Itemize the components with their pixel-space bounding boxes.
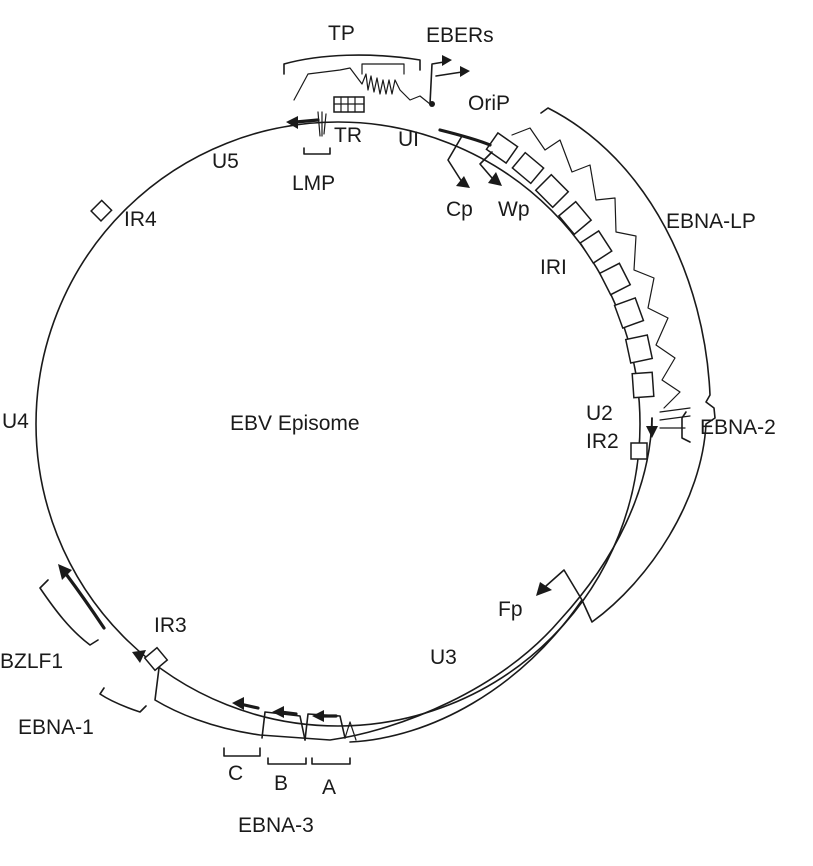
label-ebna-3: EBNA-3 [238, 814, 314, 837]
lmp-splice-marks [317, 111, 327, 137]
ebers-arrowhead-1 [442, 55, 452, 66]
label-ebna-1: EBNA-1 [18, 716, 94, 739]
label-u5: U5 [212, 150, 239, 173]
tp-upper-bracket [361, 63, 405, 75]
label-ir1: IRI [540, 256, 567, 279]
tp-splice-structure [293, 67, 431, 105]
ir2-box [630, 442, 648, 460]
center-label: EBV Episome [230, 412, 360, 435]
ebna-2-splice-marks [659, 407, 691, 429]
label-ir4: IR4 [124, 208, 157, 231]
cp-promoter-arrow [447, 135, 463, 183]
ebna-2-arrowhead [646, 426, 658, 438]
tp-bracket [283, 54, 421, 75]
episome-circle [35, 121, 641, 727]
label-ebna-lp: EBNA-LP [666, 210, 756, 233]
label-bzlf1: BZLF1 [0, 650, 63, 673]
label-fp: Fp [498, 598, 523, 621]
bzlf1-arrowhead [58, 564, 72, 580]
label-u1: UI [398, 128, 419, 151]
ir4-box [90, 199, 113, 222]
ebna-outer-transcript-arc [349, 107, 716, 743]
orip-marker [429, 101, 435, 107]
label-ir2: IR2 [586, 430, 619, 453]
ebna-3-gene-structure [232, 697, 357, 741]
label-tr: TR [334, 124, 362, 147]
label-orip: OriP [468, 92, 510, 115]
label-ir3: IR3 [154, 614, 187, 637]
ebers-arrowhead-2 [460, 66, 470, 77]
ebna-3c-bracket [223, 747, 261, 757]
label-ebna-3a: A [322, 776, 336, 799]
ebna-3a-bracket [311, 757, 351, 765]
lmp-bracket [303, 147, 331, 155]
label-u4: U4 [2, 410, 29, 433]
lmp-arrow [294, 118, 320, 124]
tr-repeat-box [333, 96, 365, 113]
ir1-exon-boxes [485, 131, 655, 399]
ebna-inner-transcript-arc [154, 417, 653, 741]
label-u2: U2 [586, 402, 613, 425]
label-ebers: EBERs [426, 24, 494, 47]
ebna-2-bracket [681, 411, 691, 443]
wp-promoter-arrow [479, 151, 493, 179]
ebna-3b-bracket [267, 757, 307, 765]
label-tp: TP [328, 22, 355, 45]
bzlf1-transcript [64, 572, 106, 630]
ir3-box [143, 646, 169, 672]
u1-bold-segment [438, 128, 492, 147]
ebers-transcripts [429, 61, 463, 105]
label-ebna-3b: B [274, 772, 288, 795]
ebna-lp-splice-zigzag [511, 127, 681, 409]
wp-arrowhead [488, 172, 502, 186]
bzlf1-bracket [39, 579, 99, 646]
fp-arrowhead [536, 582, 552, 596]
label-ebna-2: EBNA-2 [700, 416, 776, 439]
label-lmp: LMP [292, 172, 335, 195]
lmp-arrowhead [286, 116, 298, 129]
label-u3: U3 [430, 646, 457, 669]
label-wp: Wp [498, 198, 530, 221]
fp-promoter-arrow [545, 569, 583, 601]
label-ebna-3c: C [228, 762, 243, 785]
ebna-1-bracket [99, 687, 147, 713]
cp-arrowhead [456, 176, 470, 188]
ebna-1-arrowhead [132, 650, 146, 663]
label-cp: Cp [446, 198, 473, 221]
